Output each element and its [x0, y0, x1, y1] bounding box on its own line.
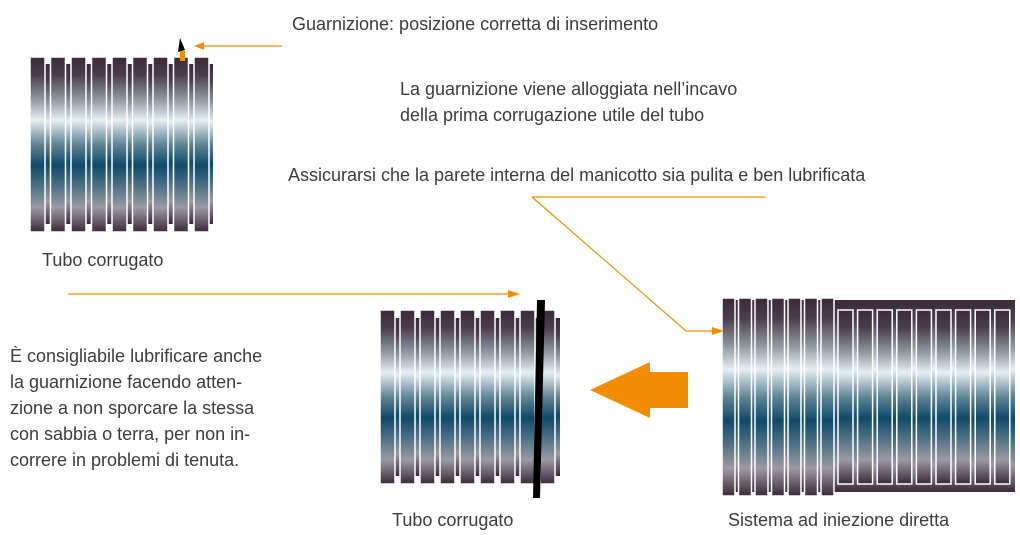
pipe-rib	[479, 309, 496, 485]
pipe-rib	[803, 297, 819, 497]
lubrication-note-line: correre in problemi di tenuta.	[10, 450, 240, 470]
clean-sleeve-note: Assicurarsi che la parete interna del ma…	[288, 165, 866, 185]
pipe-rib	[954, 309, 972, 485]
pipe-rib	[994, 309, 1011, 485]
system-caption: Sistema ad iniezione diretta	[728, 510, 950, 530]
pipe-rib	[419, 309, 436, 485]
insertion-arrow	[590, 362, 688, 418]
pipe-rib	[111, 56, 128, 233]
gasket-orange-tip	[180, 51, 185, 61]
pipe-rib	[172, 56, 190, 233]
pipe-rib	[876, 309, 893, 485]
pipe-rib	[439, 309, 456, 485]
lubrication-note-line: con sabbia o terra, per non in-	[10, 424, 251, 444]
gasket-seal	[533, 300, 545, 498]
pipe-rib	[29, 56, 46, 233]
pipe-top-caption: Tubo corrugato	[42, 250, 164, 270]
lubrication-note: È consigliabile lubrificare anche la gua…	[10, 343, 310, 473]
groove-note: La guarnizione viene alloggiata nell’inc…	[400, 76, 737, 128]
pipe-rib	[499, 309, 516, 485]
pipe-rib	[70, 56, 87, 233]
gasket-marker	[178, 38, 185, 52]
pipe-rib	[935, 309, 952, 485]
pipe-bottom-caption: Tubo corrugato	[392, 510, 514, 530]
pipe-rib	[837, 309, 854, 485]
pipe-rib	[721, 297, 736, 497]
groove-note-line: della prima corrugazione utile del tubo	[400, 105, 705, 125]
pipe-rib	[90, 56, 108, 233]
pipe-rib	[379, 309, 396, 485]
groove-note-line: La guarnizione viene alloggiata nell’inc…	[400, 79, 738, 99]
pipe-rib	[915, 309, 933, 485]
pipe-rib	[737, 297, 753, 497]
leader-lines	[68, 42, 765, 335]
pipe-rib	[131, 56, 149, 233]
pipe-rib	[787, 297, 802, 497]
pipe-rib	[856, 309, 874, 485]
corrugated-pipe-top	[29, 56, 213, 233]
lubrication-note-line: È consigliabile lubrificare anche	[10, 346, 263, 366]
lubrication-note-line: zione a non sporcare la stessa	[10, 398, 255, 418]
pipe-rib	[152, 56, 169, 233]
pipe-rib	[974, 309, 991, 485]
pipe-rib	[896, 309, 913, 485]
direct-injection-system	[721, 297, 1015, 497]
lubrication-note-line: la guarnizione facendo atten-	[10, 372, 243, 392]
corrugated-pipe-bottom	[379, 309, 560, 485]
pipe-rib	[459, 309, 476, 485]
pipe-rib	[770, 297, 786, 497]
pipe-rib	[519, 309, 536, 485]
pipe-rib	[820, 297, 835, 497]
gasket-position-label: Guarnizione: posizione corretta di inser…	[292, 14, 659, 34]
pipe-rib	[193, 56, 210, 233]
pipe-rib	[754, 297, 769, 497]
pipe-rib	[399, 309, 416, 485]
pipe-rib	[49, 56, 67, 233]
